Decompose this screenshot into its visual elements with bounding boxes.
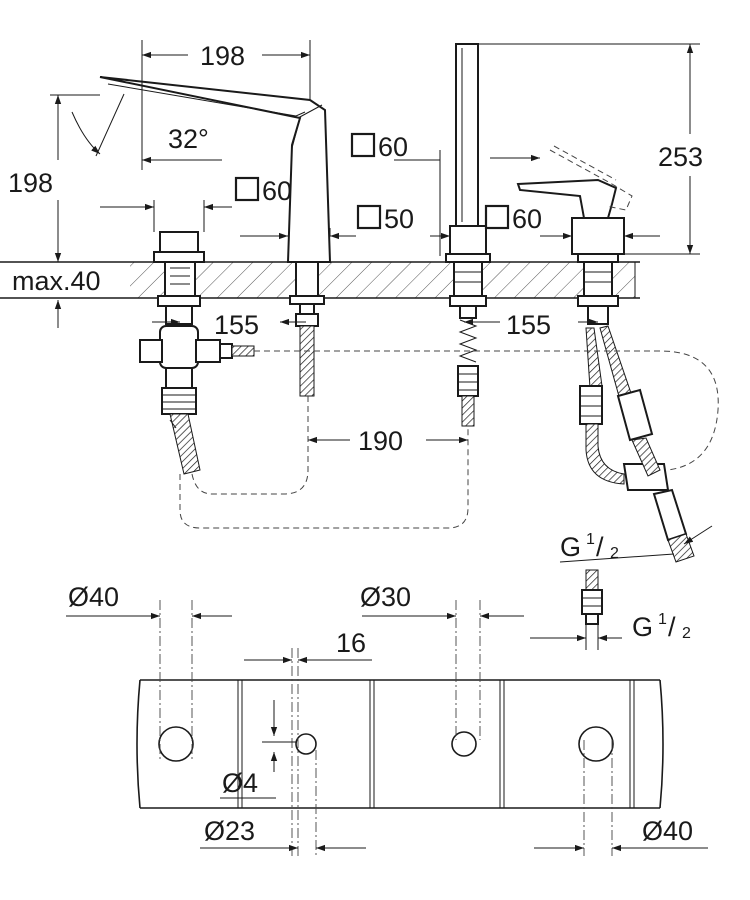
svg-text:1: 1 — [658, 611, 667, 628]
dim-max-deck: max.40 — [12, 266, 101, 296]
dim-lever-square: 60 — [512, 204, 542, 234]
svg-text:/: / — [596, 532, 604, 562]
dim-spacing-right: 155 — [506, 310, 551, 340]
dim-spacing-16: 16 — [336, 628, 366, 658]
dim-spout-width: 198 — [200, 41, 245, 71]
hole-40-left — [158, 726, 194, 762]
hole-40-right — [578, 726, 614, 762]
svg-text:1: 1 — [586, 531, 595, 548]
dim-spout-base-square: 60 — [262, 176, 292, 206]
square-symbol-icon — [484, 204, 510, 230]
dim-hole-dia-right: Ø40 — [642, 816, 693, 846]
svg-text:2: 2 — [610, 545, 619, 562]
square-symbol-icon — [350, 132, 376, 158]
svg-text:G: G — [560, 532, 581, 562]
svg-text:2: 2 — [682, 625, 691, 642]
plan-view — [66, 600, 708, 856]
svg-text:/: / — [668, 612, 676, 642]
dim-hole-dia-small: Ø4 — [222, 768, 258, 798]
thread-label-lower: G 1 / 2 — [632, 611, 691, 642]
spout — [99, 76, 332, 397]
square-symbols — [234, 132, 510, 230]
dim-diverter-square: 60 — [378, 132, 408, 162]
hole-30 — [451, 731, 477, 757]
dim-overall-height: 253 — [658, 142, 703, 172]
dim-hole-dia-left: Ø40 — [68, 582, 119, 612]
dim-hole-dia-mid: Ø30 — [360, 582, 411, 612]
square-symbol-icon — [234, 176, 260, 202]
hose-routing — [179, 350, 719, 529]
dim-spacing-center: 190 — [358, 426, 403, 456]
lever-mixer — [516, 145, 695, 625]
thread-label-upper: G 1 / 2 — [560, 531, 619, 562]
dim-hole-dia-23: Ø23 — [204, 816, 255, 846]
square-symbol-icon — [356, 204, 382, 230]
diverter-valve — [139, 231, 255, 475]
dim-spout-angle: 32° — [168, 124, 209, 154]
hand-shower — [445, 43, 491, 427]
hole-23 — [295, 733, 317, 755]
svg-text:G: G — [632, 612, 653, 642]
dim-spout-height: 198 — [8, 168, 53, 198]
dim-spacing-left: 155 — [214, 310, 259, 340]
elevation-dimensions — [50, 40, 713, 650]
dim-handshower-base-square: 50 — [384, 204, 414, 234]
